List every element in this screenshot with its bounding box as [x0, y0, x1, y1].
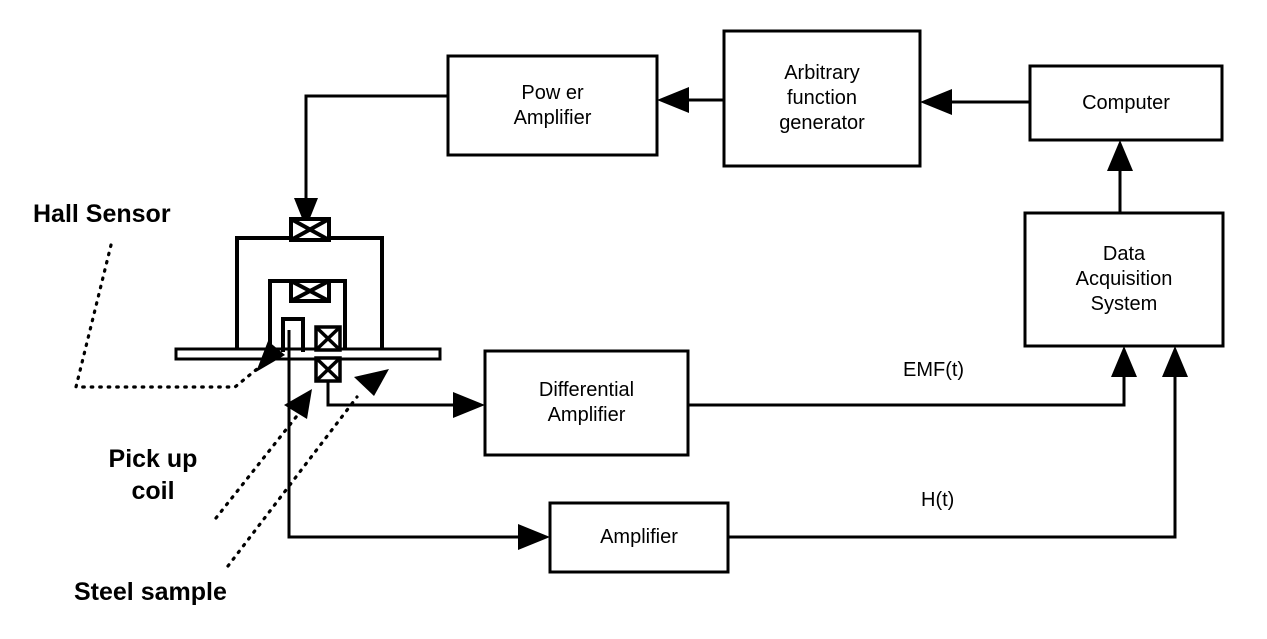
pick-up-coil — [314, 325, 342, 383]
differential-amplifier-rect[interactable] — [483, 349, 690, 457]
wire-amplifier-to-daq — [728, 346, 1188, 539]
wire-differential-amplifier-to-daq — [688, 346, 1137, 407]
hall-sensor-callout-label: Hall Sensor — [33, 200, 171, 228]
arrow-pointer-icon — [354, 369, 389, 396]
arrow-right-icon — [453, 392, 485, 418]
wire-power-amplifier-to-drive-coil — [294, 94, 448, 228]
hall-sensor — [281, 317, 305, 352]
leader-hall-sensor — [73, 243, 285, 389]
amplifier-rect[interactable] — [548, 501, 730, 574]
steel-sample-callout-label: Steel sample — [74, 578, 227, 606]
steel-sample-bar — [174, 347, 442, 361]
arrow-left-icon — [920, 89, 952, 115]
wire-daq-to-computer — [1107, 140, 1133, 213]
wire-pickup-coil-to-differential-amplifier — [326, 381, 485, 418]
data-acquisition-rect[interactable] — [1023, 211, 1225, 348]
computer-rect[interactable] — [1028, 64, 1224, 142]
power-amplifier-rect[interactable] — [446, 54, 659, 157]
emf-signal-label: EMF(t) — [903, 359, 965, 381]
inner-drive-coil — [289, 279, 331, 303]
arrow-pointer-icon — [256, 341, 285, 372]
leader-pickup-coil — [214, 389, 312, 520]
wire-hall-sensor-to-amplifier — [287, 330, 550, 550]
pickup-coil-callout-label: Pick up coil — [108, 445, 198, 505]
block-rectangles — [446, 29, 1225, 574]
arrow-left-icon — [657, 87, 689, 113]
leader-steel-sample — [226, 369, 389, 568]
arrow-right-icon — [518, 524, 550, 550]
arrow-up-icon — [1111, 346, 1137, 377]
function-generator-rect[interactable] — [722, 29, 922, 168]
arrow-down-icon — [294, 198, 318, 228]
wire-computer-to-function-generator — [920, 89, 1030, 115]
arrow-up-icon — [1162, 346, 1188, 377]
arrow-pointer-icon — [284, 389, 312, 419]
drive-coil — [289, 217, 331, 242]
h-signal-label: H(t) — [921, 489, 955, 511]
wire-function-generator-to-power-amplifier — [657, 87, 724, 113]
arrow-up-icon — [1107, 140, 1133, 171]
